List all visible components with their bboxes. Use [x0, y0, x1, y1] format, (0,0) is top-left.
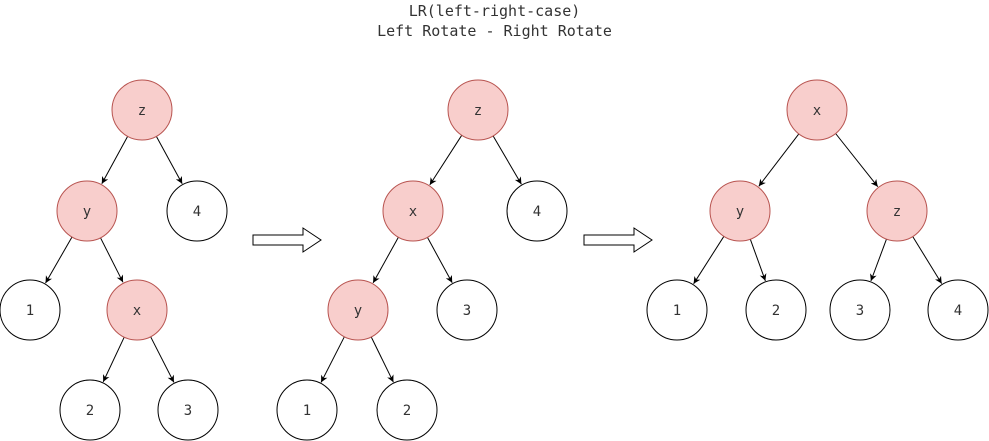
tree2-node-1: 1 — [276, 379, 338, 441]
tree1-edge-z-y — [101, 136, 129, 185]
node-circle — [745, 279, 807, 341]
node-circle — [157, 379, 219, 441]
node-circle — [376, 379, 438, 441]
node-label: 3 — [463, 303, 471, 319]
node-circle — [829, 279, 891, 341]
tree1-edge-x-2 — [102, 336, 125, 383]
node-circle — [506, 180, 568, 242]
node-label: 4 — [533, 204, 541, 220]
node-label: 4 — [954, 303, 962, 319]
node-label: 1 — [673, 303, 681, 319]
tree3-node-z: z — [866, 180, 928, 242]
node-circle — [56, 180, 118, 242]
node-label: z — [474, 103, 482, 119]
node-circle — [709, 180, 771, 242]
tree2-node-3: 3 — [436, 279, 498, 341]
tree1-edge-y-1 — [45, 236, 73, 284]
node-circle — [111, 79, 173, 141]
node-circle — [866, 180, 928, 242]
tree2-edge-z-4 — [492, 135, 522, 185]
node-circle — [646, 279, 708, 341]
tree3-edge-x-z — [835, 133, 879, 188]
tree2-edge-y-1 — [320, 336, 345, 383]
tree3-node-y: y — [709, 180, 771, 242]
node-label: 2 — [772, 303, 780, 319]
node-circle — [0, 279, 61, 341]
node-label: x — [409, 204, 417, 220]
tree1-node-y: y — [56, 180, 118, 242]
tree1-node-1: 1 — [0, 279, 61, 341]
tree1-node-x: x — [106, 279, 168, 341]
node-circle — [927, 279, 989, 341]
node-label: 1 — [303, 403, 311, 419]
tree1-node-4: 4 — [166, 180, 228, 242]
tree1-edge-x-3 — [150, 336, 175, 383]
node-label: 2 — [86, 403, 94, 419]
node-label: y — [83, 204, 91, 220]
node-circle — [276, 379, 338, 441]
tree3-node-1: 1 — [646, 279, 708, 341]
tree3-node-3: 3 — [829, 279, 891, 341]
tree3-node-2: 2 — [745, 279, 807, 341]
node-label: x — [133, 303, 141, 319]
tree3-edge-y-2 — [749, 239, 767, 282]
tree2-node-z: z — [447, 79, 509, 141]
node-label: 2 — [403, 403, 411, 419]
node-label: x — [813, 103, 821, 119]
node-circle — [327, 279, 389, 341]
diagram-subtitle: Left Rotate - Right Rotate — [377, 22, 612, 40]
tree1-node-2: 2 — [59, 379, 121, 441]
tree2-edge-y-2 — [370, 336, 394, 383]
node-label: y — [736, 204, 744, 220]
tree2-edge-x-y — [372, 236, 399, 284]
tree3-node-4: 4 — [927, 279, 989, 341]
tree2-edge-z-x — [429, 134, 463, 186]
tree3-node-x: x — [786, 79, 848, 141]
node-circle — [447, 79, 509, 141]
tree2-node-4: 4 — [506, 180, 568, 242]
node-label: 4 — [193, 204, 201, 220]
tree3-edge-y-1 — [693, 236, 725, 285]
tree1-edge-z-4 — [155, 136, 183, 185]
tree1-node-3: 3 — [157, 379, 219, 441]
tree1-edge-y-x — [100, 237, 124, 283]
tree3-edge-z-4 — [912, 236, 943, 284]
tree2-node-x: x — [382, 180, 444, 242]
node-circle — [106, 279, 168, 341]
tree1-node-z: z — [111, 79, 173, 141]
transition-arrow-1 — [252, 227, 322, 253]
tree3-edge-x-y — [758, 133, 800, 187]
node-label: z — [138, 103, 146, 119]
node-circle — [786, 79, 848, 141]
node-circle — [436, 279, 498, 341]
tree2-node-y: y — [327, 279, 389, 341]
node-label: z — [893, 204, 901, 220]
node-circle — [59, 379, 121, 441]
node-label: 3 — [856, 303, 864, 319]
tree2-edge-x-3 — [426, 237, 453, 284]
diagram-title: LR(left-right-case) — [408, 2, 581, 20]
tree2-node-2: 2 — [376, 379, 438, 441]
node-label: 3 — [184, 403, 192, 419]
node-circle — [166, 180, 228, 242]
tree3-edge-z-3 — [870, 238, 887, 282]
node-label: y — [354, 303, 362, 319]
transition-arrow-2 — [583, 227, 653, 253]
node-circle — [382, 180, 444, 242]
node-label: 1 — [26, 303, 34, 319]
